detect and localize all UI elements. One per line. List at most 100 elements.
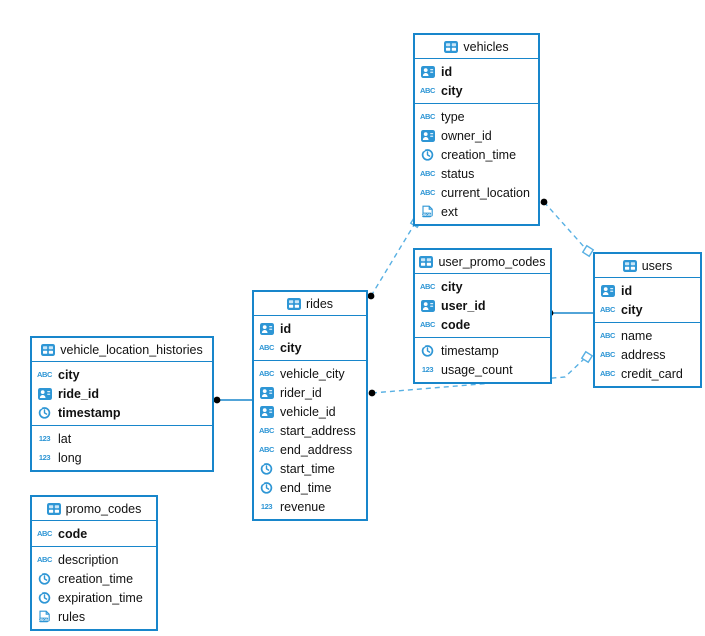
column-row[interactable]: expiration_time: [32, 588, 156, 607]
column-name: timestamp: [441, 343, 499, 358]
column-name: end_address: [280, 442, 353, 457]
column-name: rules: [58, 609, 86, 624]
column-row[interactable]: ride_id: [32, 384, 212, 403]
table-header[interactable]: vehicles: [415, 35, 538, 59]
id-card-icon: [419, 129, 436, 142]
table-header[interactable]: user_promo_codes: [415, 250, 550, 274]
column-name: ride_id: [58, 386, 99, 401]
text-type-icon: ABC: [419, 169, 436, 178]
id-card-icon: [258, 405, 275, 418]
table-icon: [444, 40, 459, 53]
json-type-icon: JSON: [36, 610, 53, 623]
column-row[interactable]: ABC status: [415, 164, 538, 183]
table-header[interactable]: rides: [254, 292, 366, 316]
column-row[interactable]: creation_time: [32, 569, 156, 588]
column-row[interactable]: end_time: [254, 478, 366, 497]
timestamp-icon: [419, 344, 436, 357]
timestamp-icon: [36, 591, 53, 604]
table-name: rides: [305, 296, 334, 311]
column-name: code: [441, 317, 471, 332]
table-icon: [286, 297, 301, 310]
text-type-icon: ABC: [36, 555, 53, 564]
relation-line-vehicles-to-users[interactable]: [543, 201, 586, 249]
id-card-icon: [599, 284, 616, 297]
timestamp-icon: [419, 148, 436, 161]
table-header[interactable]: promo_codes: [32, 497, 156, 521]
column-row[interactable]: id: [254, 319, 366, 338]
column-name: owner_id: [441, 128, 492, 143]
column-row[interactable]: start_time: [254, 459, 366, 478]
table-icon: [622, 259, 637, 272]
text-type-icon: ABC: [36, 529, 53, 538]
text-type-icon: ABC: [419, 188, 436, 197]
column-name: name: [621, 328, 653, 343]
relation-line-rides-to-vehicles[interactable]: [370, 224, 415, 297]
column-row[interactable]: user_id: [415, 296, 550, 315]
text-type-icon: ABC: [419, 282, 436, 291]
column-name: user_id: [441, 298, 486, 313]
relation-endpoint-dot: [367, 292, 375, 300]
column-name: city: [58, 367, 80, 382]
id-card-icon: [419, 65, 436, 78]
text-type-icon: ABC: [599, 369, 616, 378]
column-row[interactable]: JSON rules: [32, 607, 156, 626]
column-row[interactable]: creation_time: [415, 145, 538, 164]
column-row[interactable]: rider_id: [254, 383, 366, 402]
table-name: users: [641, 258, 673, 273]
column-row[interactable]: vehicle_id: [254, 402, 366, 421]
relation-line-rides-to-users[interactable]: [371, 358, 585, 394]
relation-endpoint-diamond: [580, 350, 594, 364]
text-type-icon: ABC: [258, 426, 275, 435]
column-name: start_address: [280, 423, 356, 438]
relation-endpoint-dot: [540, 198, 548, 206]
column-name: id: [621, 283, 633, 298]
table-name: vehicles: [463, 39, 509, 54]
text-type-icon: ABC: [258, 445, 275, 454]
column-row[interactable]: id: [595, 281, 700, 300]
column-name: city: [441, 279, 463, 294]
column-row[interactable]: ABC city: [415, 277, 550, 296]
column-row[interactable]: id: [415, 62, 538, 81]
table-name: promo_codes: [65, 501, 142, 516]
column-row[interactable]: timestamp: [415, 341, 550, 360]
column-row[interactable]: ABC end_address: [254, 440, 366, 459]
relation-endpoint-dot: [213, 396, 221, 404]
table-header[interactable]: users: [595, 254, 700, 278]
text-type-icon: ABC: [599, 350, 616, 359]
column-row[interactable]: ABC start_address: [254, 421, 366, 440]
column-row[interactable]: owner_id: [415, 126, 538, 145]
table-header[interactable]: vehicle_location_histories: [32, 338, 212, 362]
column-name: creation_time: [58, 571, 134, 586]
timestamp-icon: [36, 406, 53, 419]
column-name: rider_id: [280, 385, 322, 400]
column-row[interactable]: timestamp: [32, 403, 212, 422]
column-name: status: [441, 166, 475, 181]
